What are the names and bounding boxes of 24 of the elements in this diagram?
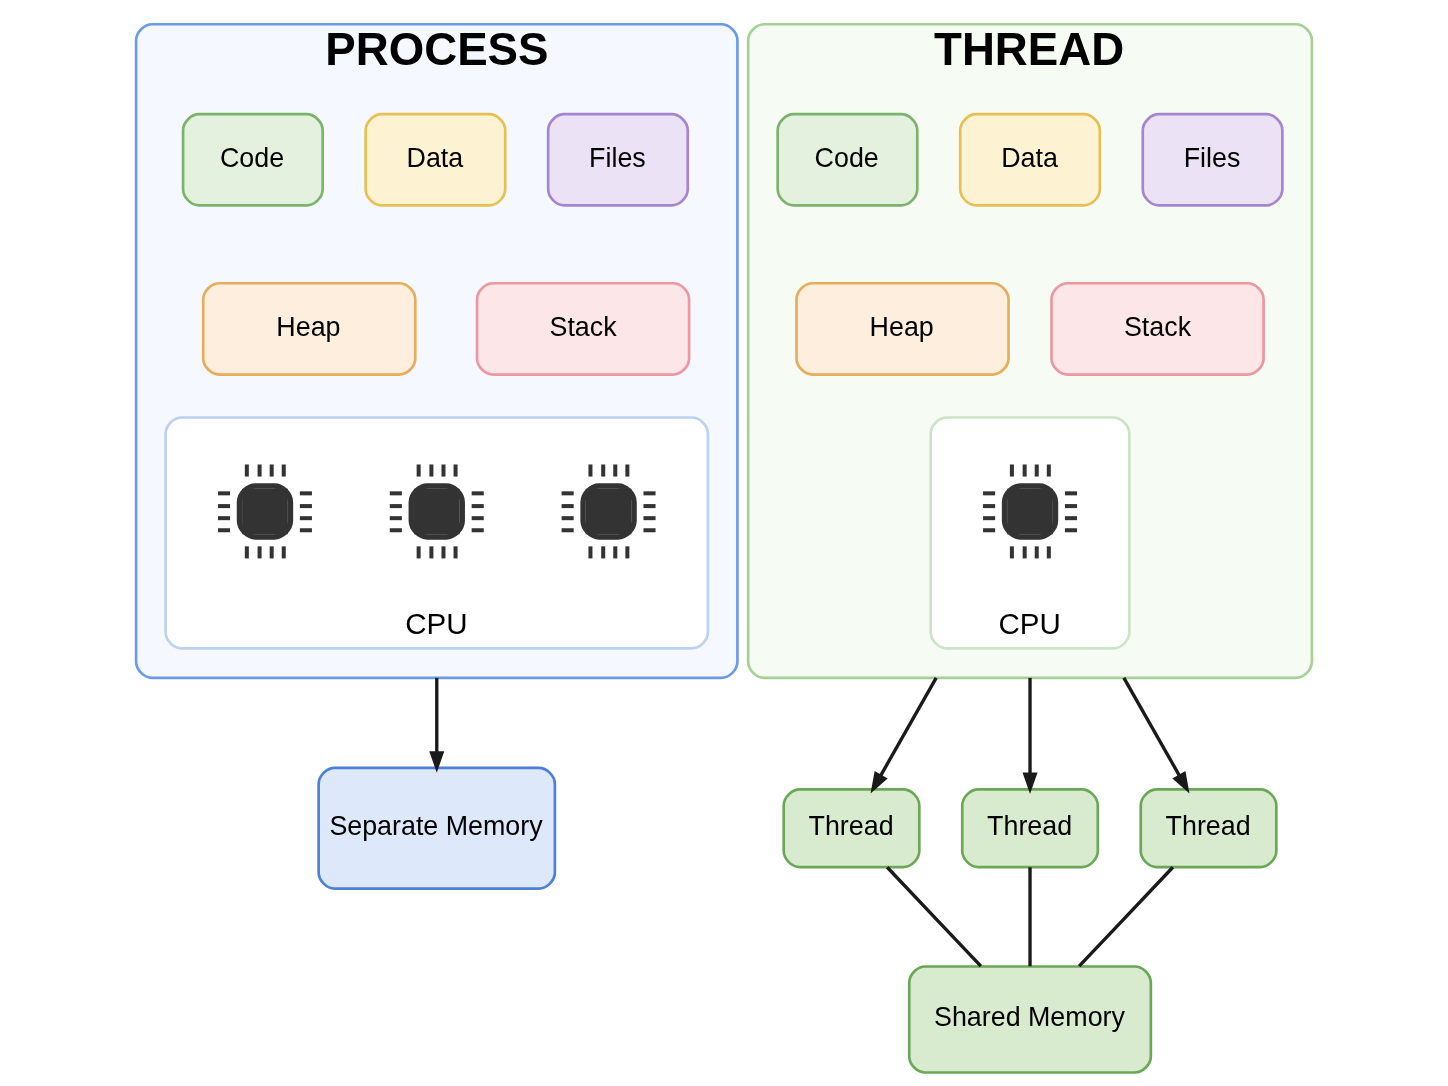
- cluster: CPU: [929, 416, 1131, 650]
- node-box: Data: [958, 112, 1102, 207]
- node-box: Shared Memory: [907, 965, 1153, 1074]
- node-box: Stack: [1050, 281, 1265, 376]
- node-box: Data: [364, 112, 507, 207]
- node-box: Heap: [795, 281, 1010, 376]
- connector: [1028, 867, 1032, 967]
- node-box: Code: [181, 112, 324, 207]
- arrow: [870, 677, 938, 794]
- node-box: Code: [776, 112, 919, 207]
- arrow: [429, 677, 445, 773]
- node-box: Files: [1141, 112, 1284, 207]
- arrow: [1022, 677, 1038, 795]
- arrow: [1122, 677, 1190, 794]
- connector: [886, 866, 983, 968]
- node-box: Heap: [201, 281, 417, 376]
- node-box: Stack: [475, 281, 691, 376]
- connector: [1077, 866, 1175, 968]
- node-box: Thread: [1139, 787, 1278, 869]
- node-box: Thread: [782, 787, 921, 869]
- node-box: Separate Memory: [317, 766, 557, 890]
- cluster: CPU: [164, 416, 710, 650]
- node-box: Thread: [960, 787, 1100, 869]
- node-box: Files: [546, 112, 690, 207]
